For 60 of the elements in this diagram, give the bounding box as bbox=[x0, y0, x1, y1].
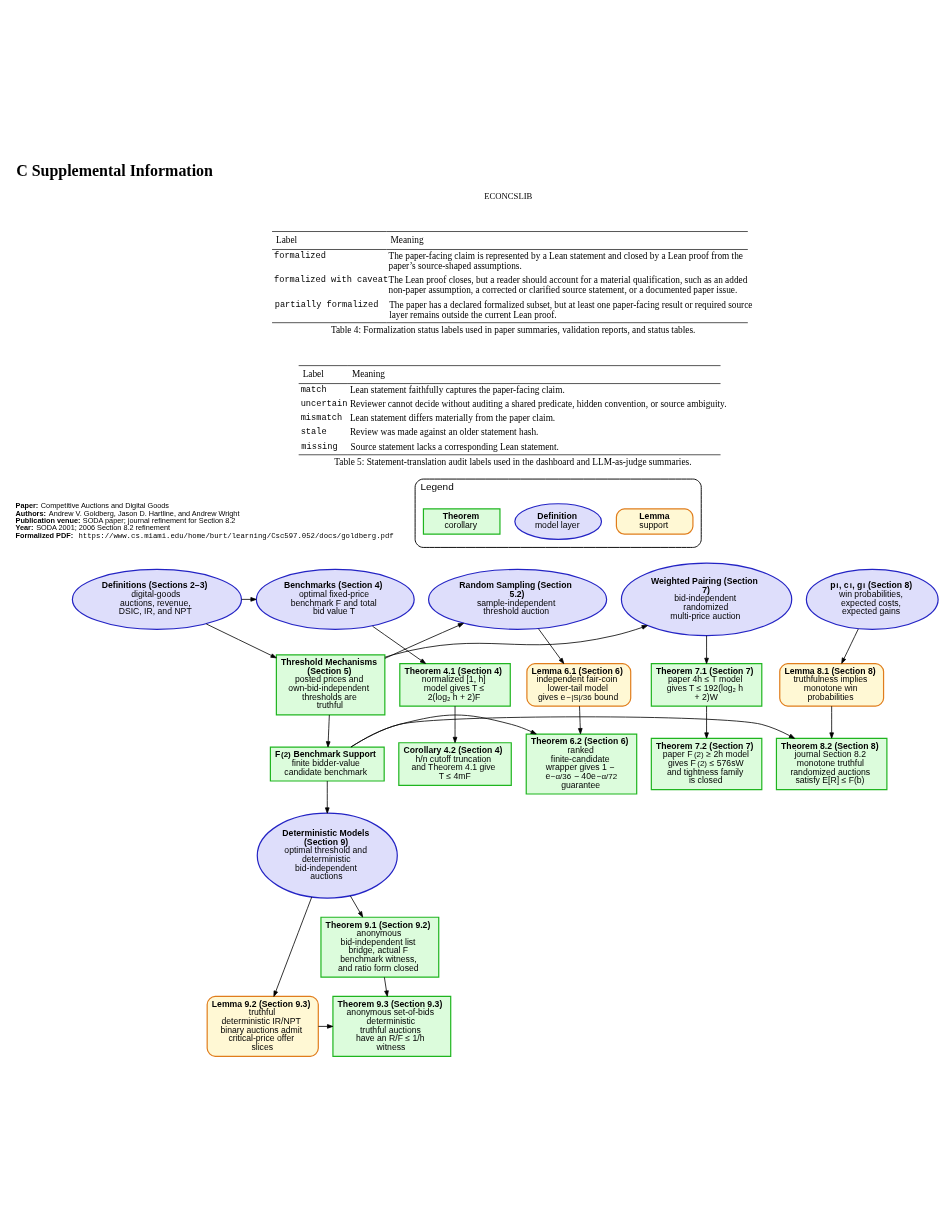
diagram-title: C Supplemental Information bbox=[16, 161, 213, 179]
label: mismatch bbox=[300, 412, 343, 423]
arrow bbox=[325, 780, 330, 814]
node-box: Lemma 8.1 (Section 8) truthfulness implies monotone win probabilities bbox=[779, 662, 885, 707]
node-box: Lemma 9.2 (Section 9.3) truthful deterministic IR/NPT binary auctions admit critical-price offer slices bbox=[206, 995, 319, 1057]
arrow bbox=[384, 622, 464, 659]
node-box: Theorem corollary bbox=[422, 507, 501, 535]
node-box: Theorem 7.1 (Section 7) paper 4h ≤ T model gives T ≤ 192(log₂ h + 2)W bbox=[650, 662, 763, 707]
arrow bbox=[841, 628, 859, 664]
label: Table 5: Statement-translation audit labels used in the dashboard and LLM-as-judge summaries. bbox=[334, 456, 692, 467]
label: Label bbox=[276, 234, 298, 245]
node-box: Theorem 4.1 (Section 4) normalized [1, h] model gives T ≤ 2(log₂ h + 2)F bbox=[399, 662, 511, 707]
label: Lean statement differs materially from the paper claim. bbox=[349, 412, 556, 423]
node-box: Lemma support bbox=[615, 507, 694, 535]
label: formalized with caveat bbox=[274, 274, 389, 285]
label: formalized bbox=[274, 250, 326, 261]
node-ellipse: Deterministic Models (Section 9) optimal threshold and deterministic bid-independent auctions bbox=[256, 812, 398, 899]
node-box: Corollary 4.2 (Section 4) h/n cutoff truncation and Theorem 4.1 give T ≤ 4mF bbox=[398, 741, 512, 786]
label: Meaning bbox=[351, 368, 385, 379]
label: Source statement lacks a corresponding Lean statement. bbox=[350, 441, 559, 452]
arrow bbox=[704, 634, 709, 664]
arrow bbox=[349, 894, 364, 917]
arrow bbox=[384, 976, 389, 997]
label: Reviewer cannot decide without auditing a shared predicate, hidden convention, or source ambiguity. bbox=[349, 398, 727, 409]
label: Lean statement faithfully captures the paper-facing claim. bbox=[349, 384, 565, 395]
label: ECONCSLIB bbox=[484, 190, 533, 201]
label: partially formalized bbox=[274, 299, 379, 310]
node-ellipse: Benchmarks (Section 4) optimal fixed-price benchmark F and total bid value T bbox=[255, 568, 415, 630]
label: match bbox=[300, 384, 327, 395]
label: Table 4: Formalization status labels used in paper summaries, validation reports, and status tables. bbox=[330, 324, 696, 335]
arrow bbox=[538, 627, 565, 664]
label: Meaning bbox=[390, 234, 424, 245]
label: stale bbox=[300, 426, 327, 437]
label: uncertain bbox=[300, 398, 348, 409]
label: The paper has a declared formalized subset, but at least one paper-facing result or required source layer remains outside the current Lean proof. bbox=[389, 299, 753, 319]
arrow bbox=[273, 896, 313, 997]
node-box: Threshold Mechanisms (Section 5) posted prices and own-bid-independent thresholds are truthful bbox=[275, 653, 386, 715]
arrow bbox=[372, 625, 426, 664]
arrow bbox=[384, 624, 648, 658]
label: The paper-facing claim is represented by a Lean statement and closed by a Lean proof from the paper’s source-shaped assumptions. bbox=[388, 250, 743, 271]
node-ellipse: Definition model layer bbox=[514, 502, 603, 540]
label: Review was made against an older statement hash. bbox=[349, 426, 539, 437]
label: missing bbox=[301, 441, 338, 452]
arrow bbox=[241, 596, 257, 602]
arrow bbox=[205, 623, 277, 658]
arrow bbox=[318, 1023, 334, 1029]
node-box: Theorem 9.1 (Section 9.2) anonymous bid-independent list bridge, actual F benchmark witness, and ratio form closed bbox=[320, 916, 440, 978]
arrow bbox=[578, 705, 583, 734]
label: Paper: Competitive Auctions and Digital Goods bbox=[15, 500, 170, 510]
arrow bbox=[704, 705, 709, 739]
node-ellipse: Weighted Pairing (Section 7) bid-independent randomized multi-price auction bbox=[620, 562, 793, 636]
label: Label bbox=[302, 368, 324, 379]
node-box: Theorem 9.3 (Section 9.3) anonymous set-of-bids deterministic truthful auctions have an R/F ≤ 1/h witness bbox=[332, 995, 452, 1057]
node-ellipse: Definitions (Sections 2–3) digital-goods auctions, revenue, DSIC, IR, and NPT bbox=[71, 568, 243, 630]
arrow bbox=[350, 715, 795, 747]
arrow bbox=[452, 705, 458, 743]
arrow bbox=[829, 705, 834, 739]
arrow bbox=[325, 714, 331, 747]
node-box: Theorem 8.2 (Section 8) journal Section 8.2 monotone truthful randomized auctions satisfy E[R] ≤ F(b) bbox=[775, 737, 888, 790]
label: The Lean proof closes, but a reader should account for a material qualification, such as an added non-paper assumption, a corrected or clarified source statement, or a documented paper issue. bbox=[388, 274, 748, 295]
